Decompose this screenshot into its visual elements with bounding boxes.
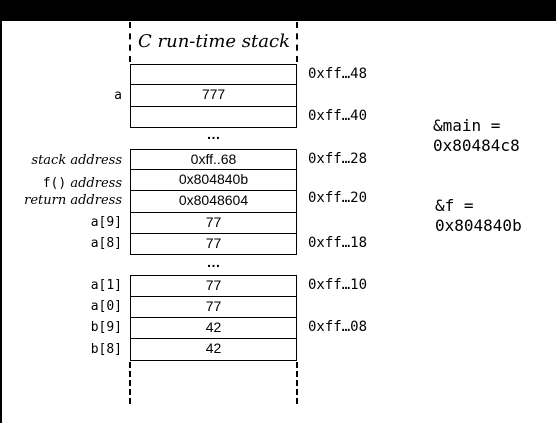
address-label: 0xff…48 (308, 66, 368, 82)
left-border (0, 21, 2, 423)
main-address-label: &main = (433, 116, 501, 135)
stack-cell-a: 777 (130, 85, 297, 107)
f-call-label: f() (42, 176, 67, 191)
stack-cell-a9: 77 (130, 213, 297, 234)
f-address-label: &f = (435, 196, 474, 215)
address-label: 0xff…40 (308, 108, 368, 124)
stack-right-dashed-top (296, 22, 298, 62)
row-label-b9: b[9] (90, 320, 122, 335)
stack-left-dashed-bottom (129, 362, 131, 404)
row-label-a0: a[0] (90, 299, 122, 314)
row-label-return-address: return address (24, 193, 122, 208)
row-label-a: a (114, 88, 122, 103)
stack-cell-f-address: 0x804840b (130, 170, 297, 191)
row-label-f-address: f() address (43, 173, 122, 193)
ellipsis: … (206, 254, 221, 270)
address-label: 0xff…20 (308, 190, 368, 206)
address-word: address (66, 176, 122, 191)
f-address-value: 0x804840b (435, 216, 522, 235)
stack-title: C run-time stack (138, 31, 290, 52)
row-label-stack-address: stack address (31, 153, 122, 168)
stack-right-dashed-bottom (296, 362, 298, 404)
stack-left-dashed-top (129, 22, 131, 62)
top-bar (0, 0, 556, 21)
ellipsis: … (206, 126, 221, 142)
row-label-a8: a[8] (90, 236, 122, 251)
stack-cell-a1: 77 (130, 275, 297, 297)
stack-cell-a0: 77 (130, 297, 297, 318)
stack-cell-a8: 77 (130, 234, 297, 255)
row-label-a9: a[9] (90, 215, 122, 230)
stack-cell-b8: 42 (130, 339, 297, 361)
stack-cell (130, 107, 297, 128)
address-label: 0xff…08 (308, 319, 368, 335)
main-address-value: 0x80484c8 (433, 136, 520, 155)
stack-cell-stack-address: 0xff..68 (130, 149, 297, 170)
stack-cell (130, 64, 297, 85)
row-label-a1: a[1] (90, 278, 122, 293)
row-label-b8: b[8] (90, 342, 122, 357)
address-label: 0xff…10 (308, 277, 368, 293)
address-label: 0xff…28 (308, 151, 368, 167)
stack-cell-return-address: 0x8048604 (130, 191, 297, 213)
address-label: 0xff…18 (308, 235, 368, 251)
stack-cell-b9: 42 (130, 318, 297, 339)
